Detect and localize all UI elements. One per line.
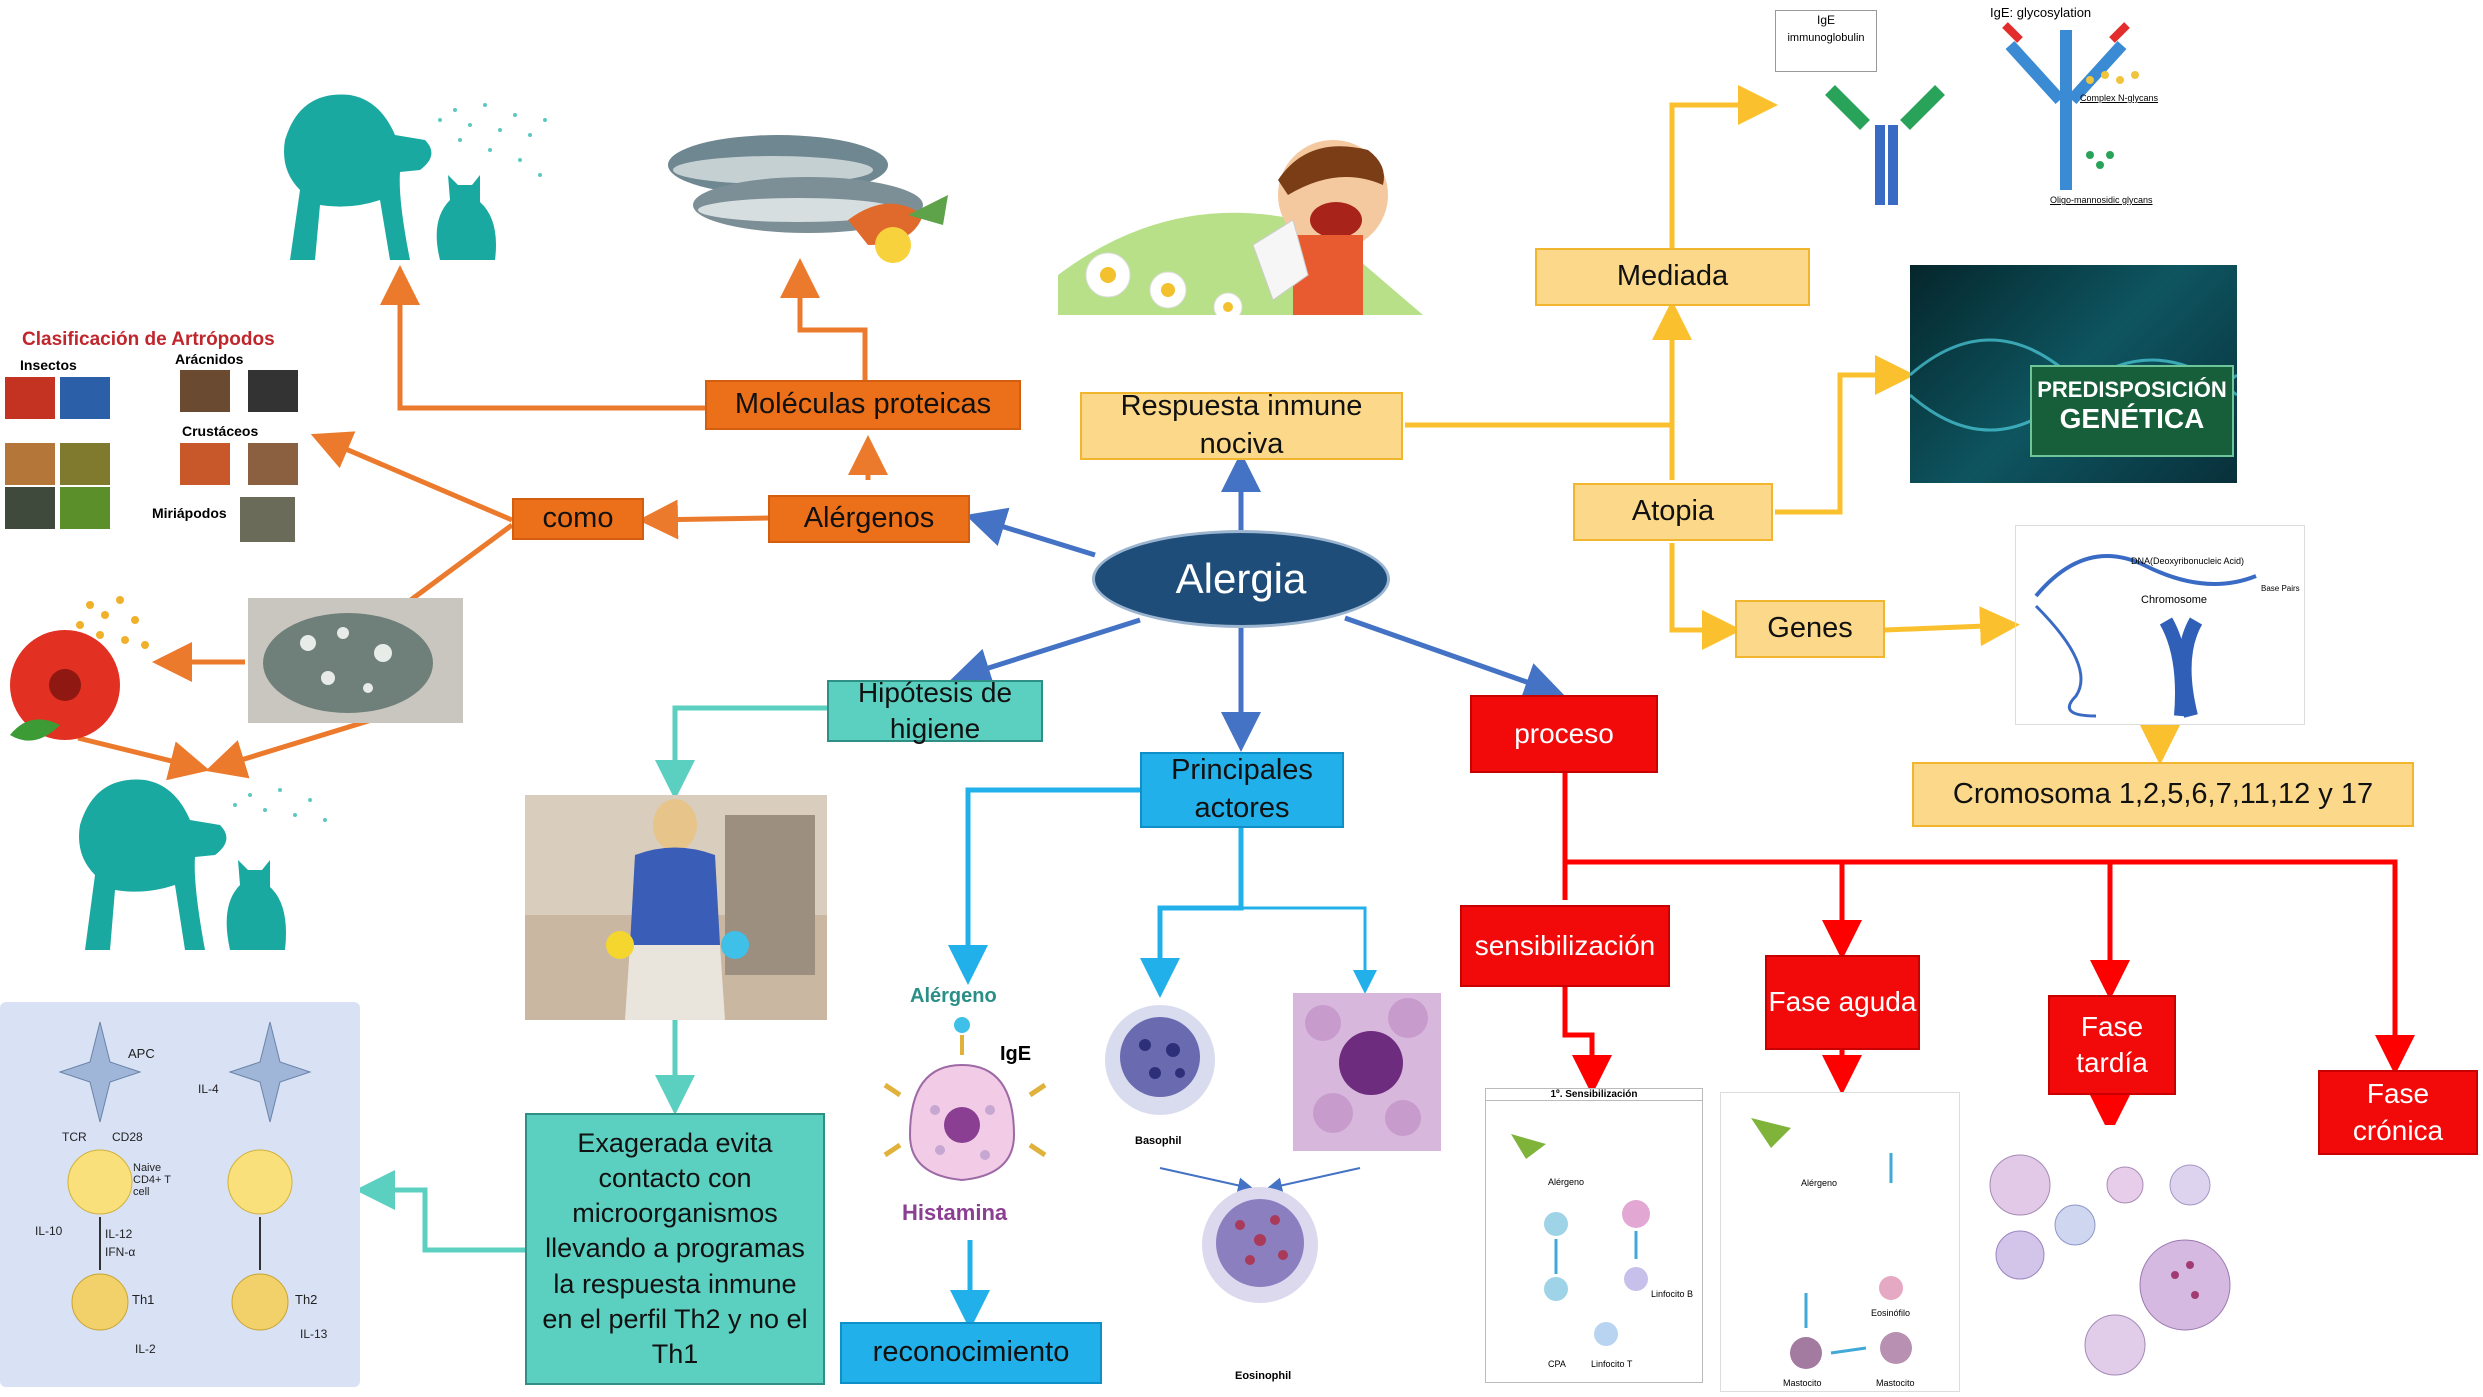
- th-apc-label: APC: [128, 1046, 155, 1061]
- node-atopia: Atopia: [1573, 483, 1773, 541]
- genetica-line2: GENÉTICA: [2059, 403, 2205, 434]
- aguda-alergeno: Alérgeno: [1801, 1178, 1838, 1188]
- node-hipotesis-higiene: Hipótesis de higiene: [827, 677, 1043, 744]
- th-naive-label: Naive CD4+ T cell: [133, 1162, 171, 1198]
- pet-allergy-illustration-top: [250, 80, 560, 270]
- histamina-illustration: Alérgeno IgE Histamina: [880, 985, 1060, 1235]
- th-il4-label: IL-4: [198, 1082, 219, 1096]
- th-tcr-label: TCR: [62, 1130, 87, 1144]
- node-alergenos: Alérgenos: [768, 495, 970, 543]
- eosinophil-image: Eosinophil: [1195, 1175, 1325, 1385]
- th-th1-label: Th1: [132, 1292, 155, 1307]
- ige-complex-label: Complex N-glycans: [2080, 93, 2159, 103]
- seafood-image: [658, 95, 958, 270]
- node-fase-tardia: Fase tardía: [2048, 995, 2176, 1095]
- histamina-label: Histamina: [902, 1200, 1008, 1225]
- node-fase-cronica: Fase crónica: [2318, 1070, 2478, 1155]
- ige-oligo-label: Oligo-mannosidic glycans: [2050, 195, 2153, 205]
- node-principales-actores: Principales actores: [1140, 752, 1344, 828]
- aguda-mastocito-2: Mastocito: [1876, 1378, 1915, 1388]
- arthropods-classification-image: Clasificación de Artrópodos Insectos Ará…: [0, 325, 305, 550]
- basophil-image: Basophil: [1095, 995, 1225, 1155]
- node-reconocimiento: reconocimiento: [840, 1322, 1102, 1384]
- chromosome-label: Chromosome: [2141, 594, 2208, 606]
- aguda-mastocito-1: Mastocito: [1783, 1378, 1822, 1388]
- node-proceso: proceso: [1470, 695, 1658, 773]
- th1-th2-diagram: APC TCR CD28 Naive CD4+ T cell IL-12 IFN…: [0, 1002, 360, 1387]
- th-il13-label: IL-13: [300, 1327, 328, 1341]
- hibiscus-pollen-image: [0, 585, 165, 750]
- node-exagerada: Exagerada evita contacto con microorgani…: [525, 1113, 825, 1385]
- th-cd28-label: CD28: [112, 1130, 143, 1144]
- th-il12-label: IL-12: [105, 1227, 133, 1241]
- sensibilizacion-diagram: 1º. Sensibilización Alérgeno CPA Linfoci…: [1485, 1088, 1703, 1383]
- predisposicion-genetica-image: PREDISPOSICIÓN GENÉTICA: [1910, 265, 2237, 483]
- chromosome-dna-label: DNA(Deoxyribonucleic Acid): [2131, 556, 2245, 566]
- fase-tardia-diagram: [1975, 1125, 2255, 1390]
- cleaning-woman-image: [525, 795, 827, 1020]
- histamina-ige-label: IgE: [1000, 1043, 1032, 1065]
- chromosome-basepairs-label: Base Pairs: [2261, 584, 2300, 593]
- node-moleculas-proteicas: Moléculas proteicas: [705, 380, 1021, 430]
- arthropods-crustaceos: Crustáceos: [182, 423, 259, 439]
- sensib-title: 1º. Sensibilización: [1486, 1089, 1702, 1101]
- fase-aguda-diagram: Alérgeno Eosinófilo Mastocito Mastocito: [1720, 1092, 1960, 1392]
- chromosome-image: DNA(Deoxyribonucleic Acid) Chromosome Ba…: [2015, 525, 2305, 725]
- ige-sublabel: immunoglobulin: [1787, 32, 1865, 45]
- ige-label: IgE: [1816, 13, 1835, 27]
- pet-allergy-illustration-bottom: [55, 765, 340, 955]
- sensib-linfocito-b: Linfocito B: [1651, 1289, 1694, 1299]
- node-respuesta-inmune: Respuesta inmune nociva: [1080, 390, 1403, 460]
- sensib-linfocito-t: Linfocito T: [1591, 1359, 1633, 1369]
- arthropods-miriapodos: Miriápodos: [152, 505, 227, 521]
- th-th2-label: Th2: [295, 1292, 318, 1307]
- central-node-alergia: Alergia: [1092, 530, 1390, 628]
- node-cromosoma: Cromosoma 1,2,5,6,7,11,12 y 17: [1912, 762, 2414, 827]
- sneezing-boy-image: [1058, 125, 1423, 315]
- th-il10-label: IL-10: [35, 1224, 63, 1238]
- histamina-alergeno-label: Alérgeno: [910, 985, 997, 1007]
- mold-image: [248, 598, 463, 723]
- node-genes: Genes: [1735, 600, 1885, 658]
- node-como: como: [512, 498, 644, 540]
- eosinophil-label: Eosinophil: [1235, 1370, 1292, 1382]
- basophil-label: Basophil: [1135, 1135, 1182, 1147]
- arthropods-title: Clasificación de Artrópodos: [22, 329, 275, 350]
- node-mediada: Mediada: [1535, 248, 1810, 306]
- th-ifn-label: IFN-α: [105, 1245, 136, 1259]
- node-sensibilizacion: sensibilización: [1460, 905, 1670, 987]
- ige-immunoglobulin-image: IgE immunoglobulin IgE: glycosylation Co…: [1770, 5, 2180, 210]
- node-fase-aguda: Fase aguda: [1765, 955, 1920, 1050]
- arthropods-insectos: Insectos: [20, 357, 77, 373]
- stained-cells-image: [1293, 993, 1441, 1151]
- ige-glyco-title: IgE: glycosylation: [1990, 5, 2092, 20]
- genetica-line1: PREDISPOSICIÓN: [2037, 377, 2227, 402]
- arthropods-aracnidos: Arácnidos: [175, 351, 244, 367]
- th-il2-label: IL-2: [135, 1342, 156, 1356]
- aguda-eosinofilo: Eosinófilo: [1871, 1308, 1911, 1318]
- sensib-alergeno: Alérgeno: [1548, 1177, 1585, 1187]
- sensib-cpa: CPA: [1548, 1359, 1566, 1369]
